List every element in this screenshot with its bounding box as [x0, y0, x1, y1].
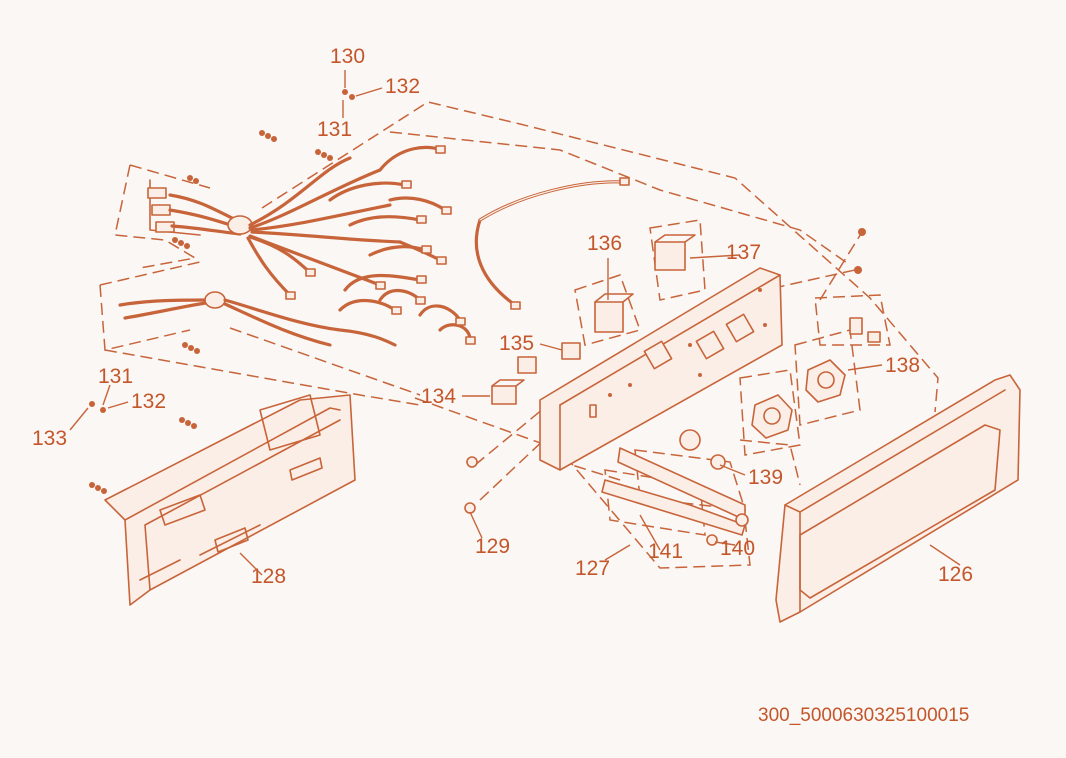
components-138-141 [601, 317, 881, 546]
callout-132-left: 132 [131, 390, 167, 413]
callout-138: 138 [885, 354, 921, 377]
callout-133: 133 [32, 427, 68, 450]
callout-131-top: 131 [317, 118, 353, 141]
callout-leaders [69, 70, 961, 576]
callout-135: 135 [499, 332, 535, 355]
callout-140: 140 [720, 537, 756, 560]
callout-129: 129 [475, 535, 511, 558]
callout-130: 130 [330, 45, 366, 68]
callout-127: 127 [575, 557, 611, 580]
wiring-harness [118, 145, 630, 347]
callout-131-left: 131 [98, 365, 134, 388]
callout-137: 137 [726, 241, 762, 264]
image-reference-code: 300_5000630325100015 [758, 705, 970, 726]
part-127-panel [539, 267, 783, 471]
part-126-bezel [775, 374, 1021, 623]
callout-136: 136 [587, 232, 623, 255]
callout-134: 134 [421, 385, 457, 408]
callout-126: 126 [938, 563, 974, 586]
part-128-tray [104, 394, 356, 606]
screws-hardware [89, 89, 866, 514]
callout-139: 139 [748, 466, 784, 489]
switches-relays [491, 234, 696, 405]
callout-141: 141 [648, 540, 684, 563]
callout-128: 128 [251, 565, 287, 588]
callout-132-top: 132 [385, 75, 421, 98]
